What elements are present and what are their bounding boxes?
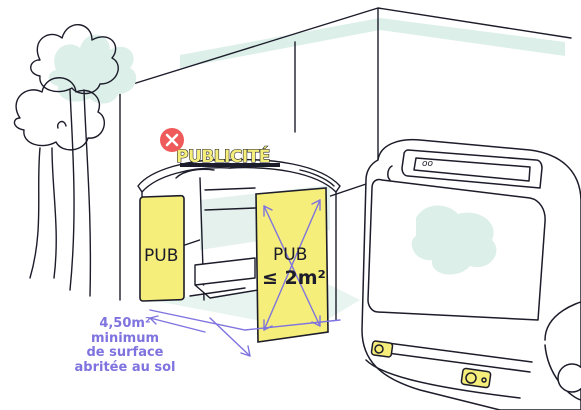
x-circle-icon bbox=[160, 128, 184, 152]
left-ad-panel: PUB bbox=[140, 196, 184, 302]
publicite-sign: PUBLICITÉ bbox=[176, 145, 280, 167]
floor-area-caption: 4,50m² minimum de surface abritée au sol bbox=[50, 317, 200, 375]
building-roof-shadow bbox=[180, 18, 565, 68]
sign-text: PUBLICITÉ bbox=[176, 145, 270, 167]
tree-branch bbox=[58, 122, 66, 128]
trees bbox=[14, 25, 136, 296]
tree-trunk-right bbox=[70, 90, 90, 296]
bus bbox=[362, 140, 581, 410]
bus-destination-text: oo bbox=[422, 159, 434, 169]
floor-diagonal-arrow bbox=[210, 318, 250, 356]
caption-line-3: de surface bbox=[50, 346, 200, 361]
bus-wheel bbox=[558, 364, 581, 392]
left-ad-panel-text: PUB bbox=[144, 246, 178, 266]
caption-line-1: 4,50m² bbox=[50, 317, 200, 332]
right-ad-panel: PUB ≤ 2m² bbox=[256, 188, 328, 342]
right-ad-panel-line1: PUB bbox=[273, 245, 307, 265]
caption-line-2: minimum bbox=[50, 332, 200, 347]
right-ad-panel-line2: ≤ 2m² bbox=[262, 267, 326, 289]
tree-trunk-left bbox=[30, 148, 56, 278]
bench bbox=[190, 258, 258, 298]
caption-line-4: abritée au sol bbox=[50, 361, 200, 376]
